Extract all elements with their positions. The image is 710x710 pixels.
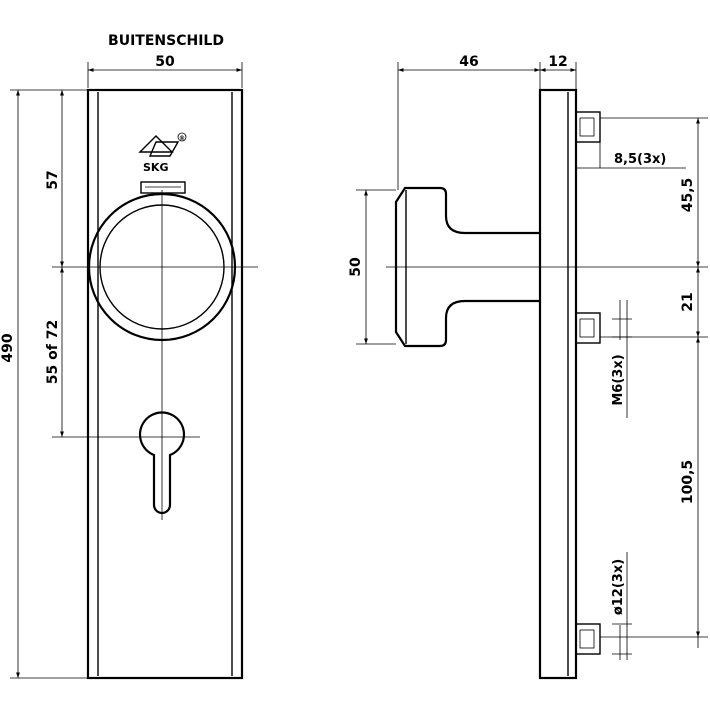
escutcheon-plate (86, 88, 244, 680)
screw-boss-bottom (575, 623, 601, 655)
front-view-title: BUITENSCHILD (108, 33, 224, 49)
total-height-dimension-label: 490 (0, 333, 16, 362)
skg-logo: ® SKG (138, 132, 187, 194)
plate-side (538, 88, 578, 680)
knob-projection-dimension-label: 46 (459, 54, 478, 70)
skg-logo-text: SKG (143, 161, 168, 174)
screw-boss-middle (575, 312, 601, 344)
top-to-knob-dimension-label: 57 (45, 170, 61, 189)
cylinder-cutout (138, 411, 186, 515)
cylinder-guard-badge (140, 181, 186, 194)
side-view: 46 12 50 (348, 54, 708, 680)
middle-spacing-dimension-label: 21 (680, 292, 696, 311)
thread-dimension-label: M6(3x) (611, 354, 626, 405)
front-view: BUITENSCHILD 50 ® SKG (0, 33, 258, 680)
registered-mark: ® (179, 135, 185, 142)
boss-diameter-dimension-label: ø12(3x) (611, 559, 626, 615)
upper-spacing-dimension-label: 45,5 (680, 178, 696, 213)
plate-thickness-dimension-label: 12 (548, 54, 567, 70)
screw-boss-top (575, 111, 601, 143)
knob-to-cylinder-dimension-label: 55 of 72 (45, 320, 61, 384)
width-dimension-label: 50 (155, 54, 175, 70)
lower-spacing-dimension-label: 100,5 (680, 460, 696, 504)
knob-diameter-dimension-label: 50 (348, 257, 364, 277)
screw-offset-dimension-label: 8,5(3x) (614, 152, 666, 167)
